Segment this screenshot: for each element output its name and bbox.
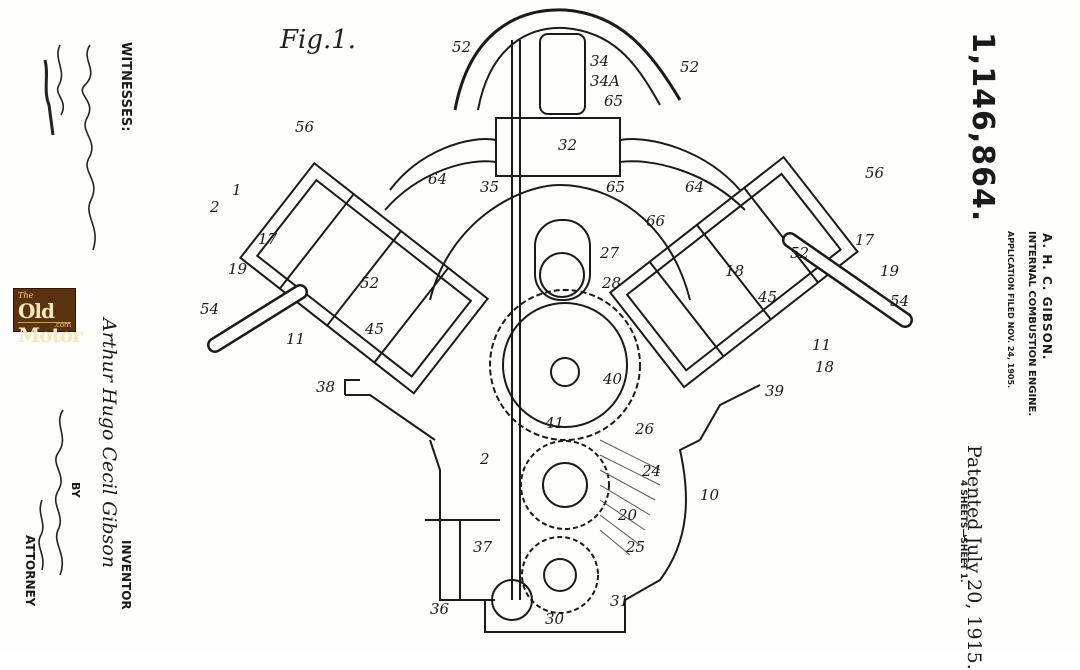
- ref-numeral: 41: [544, 414, 564, 432]
- ref-numeral: 30: [545, 610, 565, 628]
- attorney-label: ATTORNEY: [23, 535, 37, 607]
- ref-numeral: 24: [641, 462, 661, 480]
- ref-numeral: 1: [232, 181, 242, 199]
- ref-numeral: 66: [646, 212, 666, 230]
- ref-numeral: 35: [480, 178, 499, 196]
- ref-numeral: 64: [428, 170, 447, 188]
- ref-numeral: 11: [812, 336, 831, 354]
- ref-numeral: 2: [209, 198, 220, 216]
- ref-numeral: 52: [680, 58, 699, 76]
- ref-numeral: 11: [286, 330, 305, 348]
- ref-numeral: 10: [700, 486, 720, 504]
- patent-title: INTERNAL COMBUSTION ENGINE.: [1026, 231, 1037, 417]
- ref-numeral: 45: [364, 320, 384, 338]
- ref-numeral: 52: [452, 38, 471, 56]
- ref-numeral: 65: [606, 178, 625, 196]
- ref-numeral: 20: [617, 506, 638, 524]
- ref-numeral: 56: [865, 164, 885, 182]
- inventor-name: A. H. C. GIBSON.: [1040, 233, 1054, 361]
- ref-numeral: 37: [473, 538, 493, 556]
- gear-28: [539, 252, 585, 298]
- ref-numeral: 54: [890, 292, 909, 310]
- ref-numeral: 38: [316, 378, 335, 396]
- witnesses-label: WITNESSES:: [118, 42, 133, 132]
- sheet-count: 4 SHEETS—SHEET 1.: [958, 480, 968, 583]
- patent-sheet: Fig.1. 52 34 34A 52 65 56 32 1 2 64 35 6…: [13, 8, 1054, 670]
- old-motor-logo: The Old Motor .com: [13, 288, 83, 347]
- right-cylinder-bank: [608, 155, 859, 389]
- ref-numeral: 52: [360, 274, 379, 292]
- witness-signatures: [43, 44, 96, 251]
- ref-numeral: 25: [625, 538, 645, 556]
- ref-numeral: 34: [590, 52, 609, 70]
- ref-numeral: 45: [757, 288, 777, 306]
- ref-numeral: 34A: [590, 72, 620, 90]
- ref-numeral: 54: [200, 300, 219, 318]
- manifold-block: [495, 117, 621, 177]
- ref-numeral: 64: [685, 178, 704, 196]
- ref-numeral: 52: [790, 244, 809, 262]
- ref-numeral: 39: [765, 382, 785, 400]
- ref-numeral: 18: [725, 262, 744, 280]
- logo-domain: .com: [53, 321, 71, 329]
- ref-numeral: 2: [479, 450, 490, 468]
- ref-numeral: 36: [430, 600, 450, 618]
- left-cylinder-bank: [239, 161, 490, 395]
- patent-number: 1,146,864.: [965, 32, 1000, 223]
- ref-numeral: 19: [228, 260, 248, 278]
- figure-label: Fig.1.: [279, 25, 356, 55]
- gear-40: [489, 289, 641, 441]
- ref-numeral: 18: [815, 358, 834, 376]
- ref-numeral: 28: [601, 274, 621, 292]
- engine-drawing: Fig.1. 52 34 34A 52 65 56 32 1 2 64 35 6…: [200, 8, 913, 633]
- ref-numeral: 19: [880, 262, 900, 280]
- inventor-label: INVENTOR: [119, 540, 133, 610]
- crankcase: [429, 439, 701, 633]
- ref-numeral: 31: [610, 592, 629, 610]
- ref-numeral: 40: [602, 370, 623, 388]
- ref-numeral: 27: [599, 244, 620, 262]
- logo-the: The: [18, 291, 34, 300]
- ref-numeral: 65: [604, 92, 623, 110]
- ref-numeral: 32: [558, 136, 577, 154]
- ref-numeral: 56: [295, 118, 315, 136]
- distributor: [539, 33, 586, 115]
- inventor-signature: Arthur Hugo Cecil Gibson: [98, 318, 120, 568]
- ref-numeral: 17: [258, 230, 278, 248]
- application-filed: APPLICATION FILED NOV. 24, 1905.: [1006, 231, 1015, 389]
- attorney-signature: [38, 409, 64, 576]
- exhaust-pipe: [453, 8, 682, 111]
- gear-25: [521, 536, 599, 614]
- ref-numeral: 17: [855, 231, 875, 249]
- logo-main: Old Motor: [18, 299, 83, 347]
- gear-20: [520, 440, 610, 530]
- ref-numeral: 26: [634, 420, 655, 438]
